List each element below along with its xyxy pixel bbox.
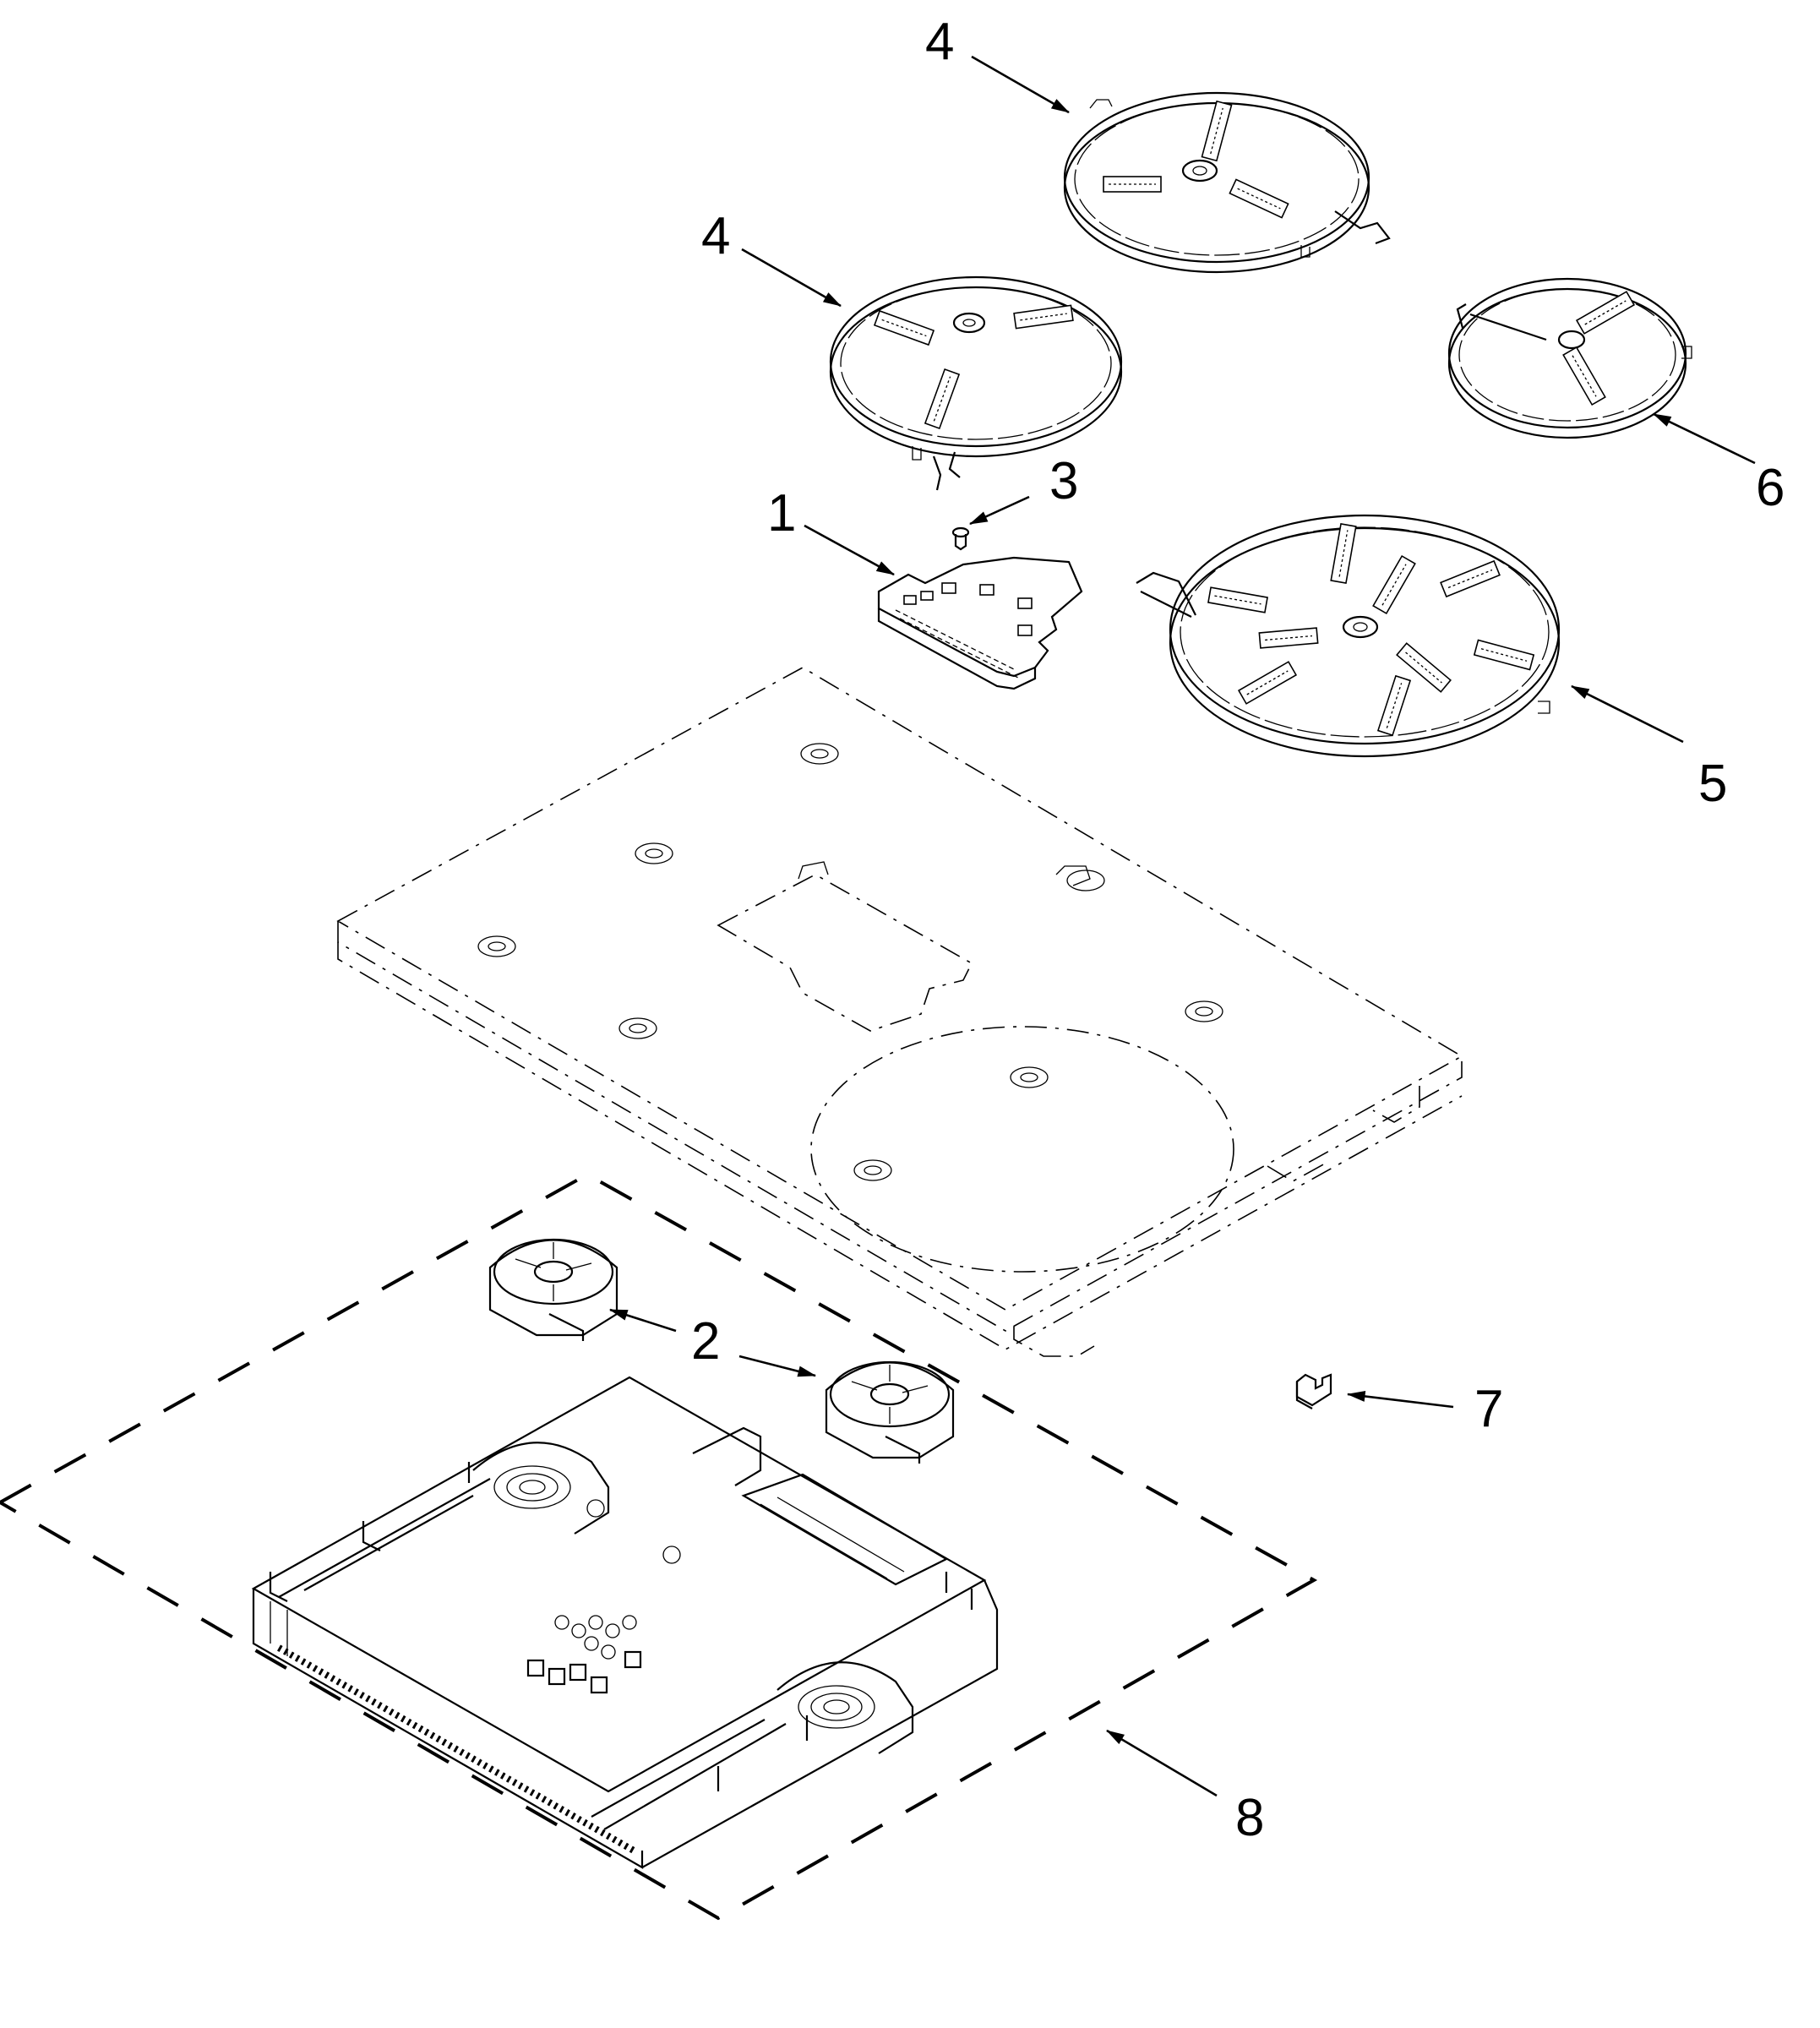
screw: [951, 526, 970, 551]
callout-7: 7: [1474, 1380, 1503, 1438]
clip: [1295, 1373, 1332, 1409]
callout-4b: 4: [701, 207, 730, 265]
cooktop-glass-outline: [336, 667, 1463, 1357]
induction-coil-top: [1063, 91, 1391, 274]
cooling-fan-2: [825, 1360, 955, 1464]
control-board: [877, 556, 1083, 690]
cooling-fan-1: [488, 1238, 618, 1341]
callout-6: 6: [1756, 459, 1785, 517]
callout-2: 2: [691, 1312, 720, 1371]
induction-coil-left: [829, 275, 1123, 491]
lower-assembly-boundary: [0, 1172, 1318, 1921]
callout-1: 1: [767, 484, 796, 542]
callout-arrows: [608, 55, 1756, 1797]
callout-5: 5: [1698, 755, 1727, 813]
callout-8: 8: [1235, 1789, 1264, 1847]
base-tray: [251, 1376, 999, 1869]
callout-3: 3: [1049, 452, 1078, 510]
callout-4a: 4: [925, 13, 954, 71]
induction-coil-large: [1136, 514, 1561, 758]
induction-coil-small: [1447, 277, 1692, 439]
